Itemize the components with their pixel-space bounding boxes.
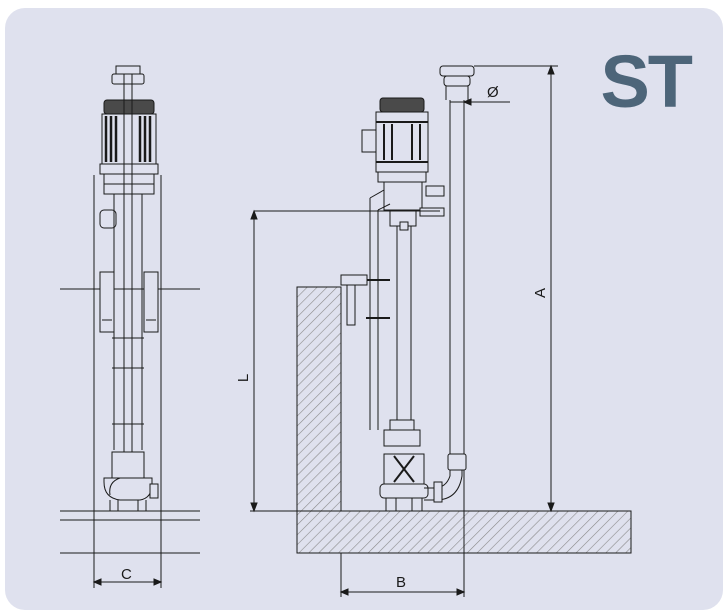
terminal-box bbox=[361, 129, 377, 153]
dimension-b-label: B bbox=[396, 574, 406, 591]
dimension-a-label: A bbox=[532, 288, 549, 298]
dimension-diameter-label: Ø bbox=[487, 84, 499, 101]
wall-bracket bbox=[340, 274, 368, 286]
front-view bbox=[250, 64, 632, 597]
dimension-c-label: C bbox=[121, 566, 132, 583]
motor-top bbox=[379, 97, 425, 113]
motor-fins bbox=[104, 116, 152, 162]
side-view bbox=[60, 65, 200, 588]
dimension-l-label: L bbox=[235, 374, 252, 382]
discharge-cap bbox=[443, 75, 471, 87]
concrete-foundation bbox=[296, 286, 632, 554]
series-logo: ST bbox=[600, 40, 693, 123]
